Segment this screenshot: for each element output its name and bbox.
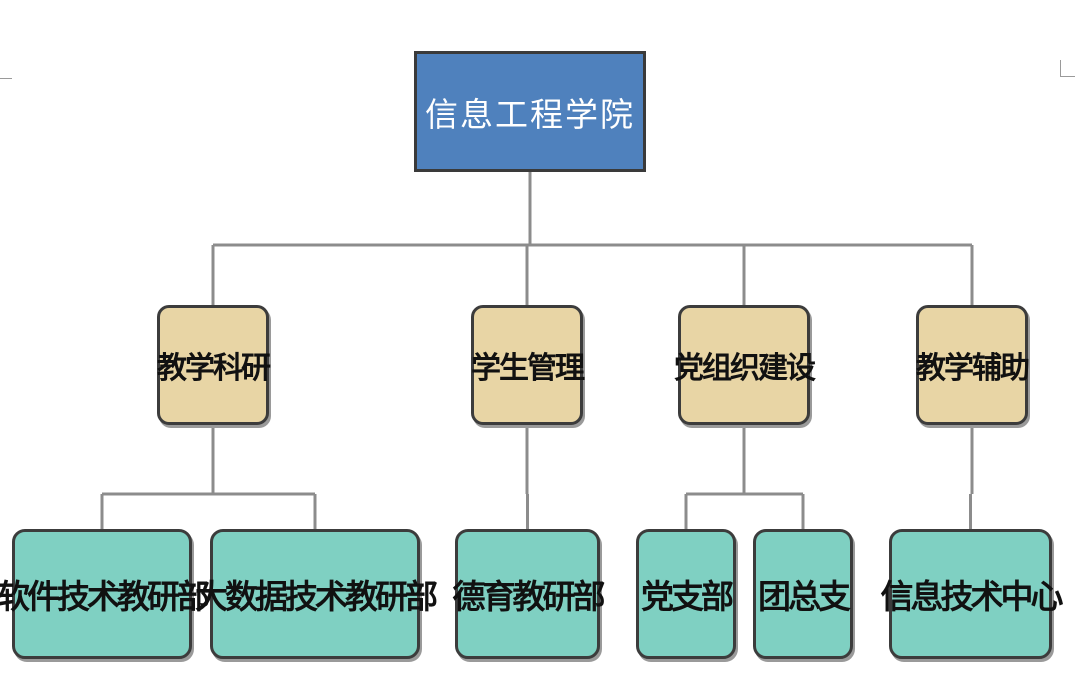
department-node-party-building: 党组织建设	[674, 305, 816, 425]
unit-label: 信息技术中心	[880, 577, 1064, 616]
unit-label: 党支部	[641, 577, 734, 616]
root-node-label: 信息工程学院	[425, 94, 635, 134]
department-node-student-management: 学生管理	[471, 305, 585, 425]
unit-label: 软件技术教研部	[0, 577, 210, 616]
unit-label: 德育教研部	[452, 577, 606, 616]
unit-node-software-tech: 软件技术教研部	[0, 529, 210, 659]
department-node-teaching-support: 教学辅助	[916, 305, 1030, 425]
unit-label: 团总支	[758, 577, 851, 616]
department-label: 党组织建设	[674, 351, 816, 386]
unit-node-party-branch: 党支部	[636, 529, 736, 659]
unit-node-big-data-tech: 大数据技术教研部	[195, 529, 438, 659]
unit-label: 大数据技术教研部	[195, 577, 438, 616]
department-label: 教学科研	[157, 351, 271, 386]
unit-node-youth-league: 团总支	[753, 529, 853, 659]
page-corner-mark-right	[1060, 60, 1075, 77]
unit-node-info-tech-center: 信息技术中心	[881, 529, 1064, 659]
department-label: 教学辅助	[916, 351, 1030, 386]
root-node-college: 信息工程学院	[414, 51, 646, 172]
department-label: 学生管理	[471, 351, 585, 386]
unit-node-moral-education: 德育教研部	[452, 529, 606, 659]
department-node-teaching-research: 教学科研	[157, 305, 271, 425]
page-corner-mark-left	[0, 66, 12, 79]
